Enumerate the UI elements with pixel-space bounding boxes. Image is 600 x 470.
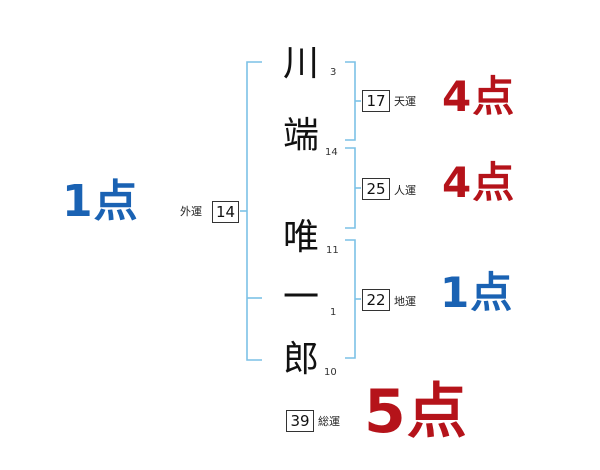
chikaku-label: 地運 bbox=[394, 295, 416, 308]
name-char-3: 唯 bbox=[283, 217, 320, 258]
tenkaku-score: 4点 bbox=[442, 72, 516, 121]
name-char-2: 端 bbox=[283, 115, 320, 156]
jinkaku-label: 人運 bbox=[394, 184, 416, 197]
soukaku-score: 5点 bbox=[364, 377, 468, 447]
stroke-count-4: 1 bbox=[330, 307, 337, 318]
gaikaku-score: 1点 bbox=[62, 176, 139, 227]
tenkaku-bracket bbox=[345, 61, 356, 141]
chikaku-score: 1点 bbox=[440, 268, 514, 317]
jinkaku-score: 4点 bbox=[442, 158, 516, 207]
jinkaku-bracket bbox=[345, 147, 356, 229]
stroke-count-3: 11 bbox=[326, 245, 339, 256]
tenkaku-value-box: 17 bbox=[362, 90, 390, 112]
chikaku-bracket bbox=[345, 239, 356, 359]
stroke-count-2: 14 bbox=[325, 147, 338, 158]
name-char-4: 一 bbox=[283, 277, 320, 318]
name-char-1: 川 bbox=[283, 43, 320, 84]
stroke-count-1: 3 bbox=[330, 67, 337, 78]
name-char-5: 郎 bbox=[283, 339, 320, 380]
jinkaku-value-box: 25 bbox=[362, 178, 390, 200]
soukaku-value-box: 39 bbox=[286, 410, 314, 432]
outer-bracket bbox=[246, 61, 262, 361]
stroke-count-5: 10 bbox=[324, 367, 337, 378]
chikaku-value-box: 22 bbox=[362, 289, 390, 311]
gaikaku-label: 外運 bbox=[180, 205, 202, 218]
soukaku-label: 総運 bbox=[318, 415, 340, 428]
tenkaku-label: 天運 bbox=[394, 95, 416, 108]
gaikaku-value-box: 14 bbox=[212, 201, 239, 223]
